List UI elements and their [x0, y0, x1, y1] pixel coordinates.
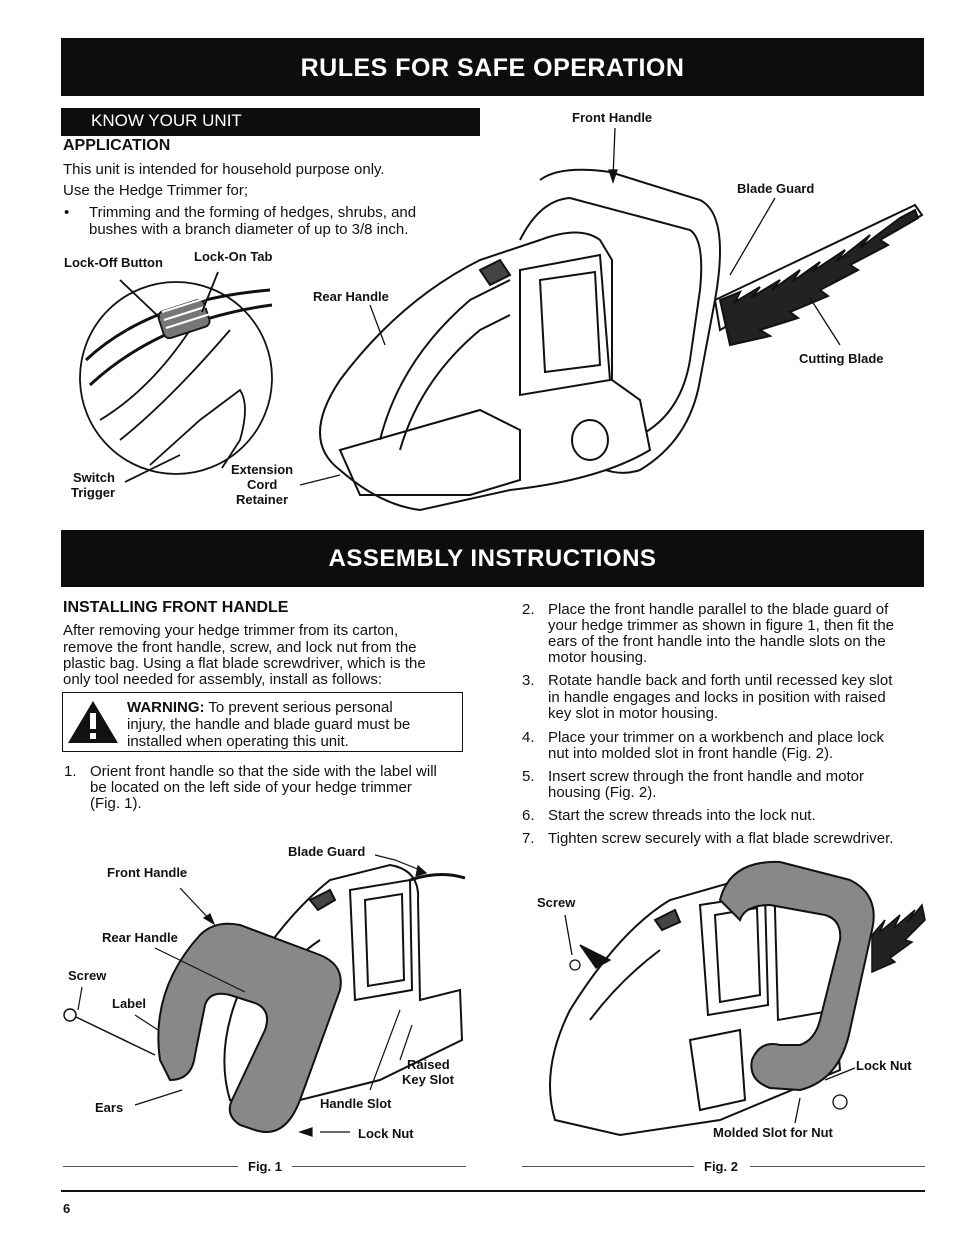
fig1-label-blade-guard: Blade Guard: [288, 844, 366, 859]
warning-box: WARNING: To prevent serious personal inj…: [62, 692, 463, 752]
label-switch-trigger-2: Trigger: [71, 485, 116, 500]
label-ext-cord-2: Cord: [247, 477, 278, 492]
label-ext-cord-1: Extension: [231, 462, 294, 477]
fig1-label-raised-2: Key Slot: [402, 1072, 455, 1087]
fig2-front-handle-shape: [718, 860, 875, 1092]
fig1-label-lock-nut: Lock Nut: [358, 1126, 414, 1141]
step-2-line-3: ears of the front handle into the handle…: [548, 633, 886, 650]
fig2-label-lock-nut: Lock Nut: [856, 1058, 912, 1073]
step-6-number: 6.: [522, 807, 535, 824]
fig2-leaders: [564, 914, 856, 1124]
intro-line-1: After removing your hedge trimmer from i…: [63, 622, 399, 639]
lock-button-detail-circle: [79, 271, 273, 483]
step-1-line-1: Orient front handle so that the side wit…: [90, 763, 437, 780]
step-7-number: 7.: [522, 830, 535, 847]
step-3-line-1: Rotate handle back and forth until reces…: [548, 672, 893, 689]
label-cutting-blade: Cutting Blade: [799, 351, 884, 366]
step-7-line-1: Tighten screw securely with a flat blade…: [548, 830, 894, 847]
fig1-label-handle-slot: Handle Slot: [320, 1096, 392, 1111]
step-5-line-1: Insert screw through the front handle an…: [548, 768, 865, 785]
know-your-unit-banner: KNOW YOUR UNIT: [61, 108, 480, 136]
step-3-number: 3.: [522, 672, 535, 689]
step-3-line-2: in handle engages and locks in position …: [548, 689, 886, 706]
step-5-number: 5.: [522, 768, 535, 785]
fig1-label-raised-1: Raised: [407, 1057, 450, 1072]
warning-label: WARNING:: [127, 699, 205, 716]
fig1-rule-right: [292, 1166, 466, 1167]
warning-text-2: injury, the handle and blade guard must …: [127, 716, 411, 733]
fig1-front-handle-shape: [157, 922, 342, 1133]
trimmer-body: [319, 168, 721, 512]
page-number: 6: [63, 1201, 71, 1216]
step-2-line-4: motor housing.: [548, 649, 648, 666]
subsection-title: KNOW YOUR UNIT: [91, 111, 242, 130]
application-text-2: Use the Hedge Trimmer for;: [63, 182, 249, 199]
step-3-line-3: key slot in motor housing.: [548, 705, 719, 722]
step-2-line-2: your hedge trimmer as shown in figure 1,…: [548, 617, 895, 634]
step-2-number: 2.: [522, 601, 535, 618]
installing-front-handle-heading: INSTALLING FRONT HANDLE: [63, 599, 289, 616]
fig1-label-ears: Ears: [95, 1100, 124, 1115]
section-title: RULES FOR SAFE OPERATION: [300, 54, 685, 82]
step-1-line-3: (Fig. 1).: [90, 795, 142, 812]
step-1-number: 1.: [64, 763, 77, 780]
step-5-line-2: housing (Fig. 2).: [548, 784, 657, 801]
cutting-blade-shape: [713, 203, 924, 347]
fig1-label-front-handle: Front Handle: [107, 865, 188, 880]
fig2-rule-left: [522, 1166, 694, 1167]
intro-line-3: plastic bag. Using a flat blade screwdri…: [63, 655, 426, 672]
warning-line-1: WARNING: To prevent serious personal: [127, 699, 393, 716]
label-lock-off-button: Lock-Off Button: [64, 255, 163, 270]
hedge-trimmer-illustration: [79, 127, 924, 512]
application-text-1: This unit is intended for household purp…: [63, 161, 385, 178]
fig1-label-screw: Screw: [68, 968, 107, 983]
warning-text-1: To prevent serious personal: [208, 699, 393, 716]
step-6-line-1: Start the screw threads into the lock nu…: [548, 807, 816, 824]
application-heading: APPLICATION: [63, 137, 171, 154]
step-1-line-2: be located on the left side of your hedg…: [90, 779, 412, 796]
fig2-label-screw: Screw: [537, 895, 576, 910]
label-blade-guard: Blade Guard: [737, 181, 815, 196]
fig2-rule-right: [750, 1166, 925, 1167]
fig1-label-rear-handle: Rear Handle: [102, 930, 178, 945]
intro-line-4: only tool needed for assembly, install a…: [63, 671, 383, 688]
leader-lines: [299, 127, 841, 486]
bullet-line-1: Trimming and the forming of hedges, shru…: [89, 204, 417, 221]
fig1-label-label: Label: [112, 996, 146, 1011]
bullet-dot: •: [64, 204, 70, 221]
footer-rule: [61, 1190, 925, 1192]
assembly-title: ASSEMBLY INSTRUCTIONS: [328, 545, 657, 572]
label-lock-on-tab: Lock-On Tab: [194, 249, 273, 264]
bullet-line-2: bushes with a branch diameter of up to 3…: [89, 221, 409, 238]
fig2-blade-shape: [871, 903, 926, 974]
intro-line-2: remove the front handle, screw, and lock…: [63, 639, 417, 656]
fig2-caption: Fig. 2: [704, 1159, 738, 1174]
section-banner-assembly: ASSEMBLY INSTRUCTIONS: [61, 530, 924, 587]
fig1-caption: Fig. 1: [248, 1159, 282, 1174]
warning-icon: [68, 701, 118, 743]
step-4-line-2: nut into molded slot in front handle (Fi…: [548, 745, 834, 762]
warning-text-3: installed when operating this unit.: [127, 733, 349, 750]
label-switch-trigger-1: Switch: [73, 470, 115, 485]
label-front-handle: Front Handle: [572, 110, 653, 125]
fig1-rule-left: [63, 1166, 238, 1167]
fig1-screw-shape: [63, 1008, 156, 1056]
step-4-line-1: Place your trimmer on a workbench and pl…: [548, 729, 884, 746]
section-banner-rules: RULES FOR SAFE OPERATION: [61, 38, 924, 96]
step-4-number: 4.: [522, 729, 535, 746]
fig1-leaders: [77, 854, 428, 1137]
label-rear-handle: Rear Handle: [313, 289, 389, 304]
label-ext-cord-3: Retainer: [236, 492, 289, 507]
step-2-line-1: Place the front handle parallel to the b…: [548, 601, 889, 618]
fig2-label-molded-slot: Molded Slot for Nut: [713, 1125, 833, 1140]
